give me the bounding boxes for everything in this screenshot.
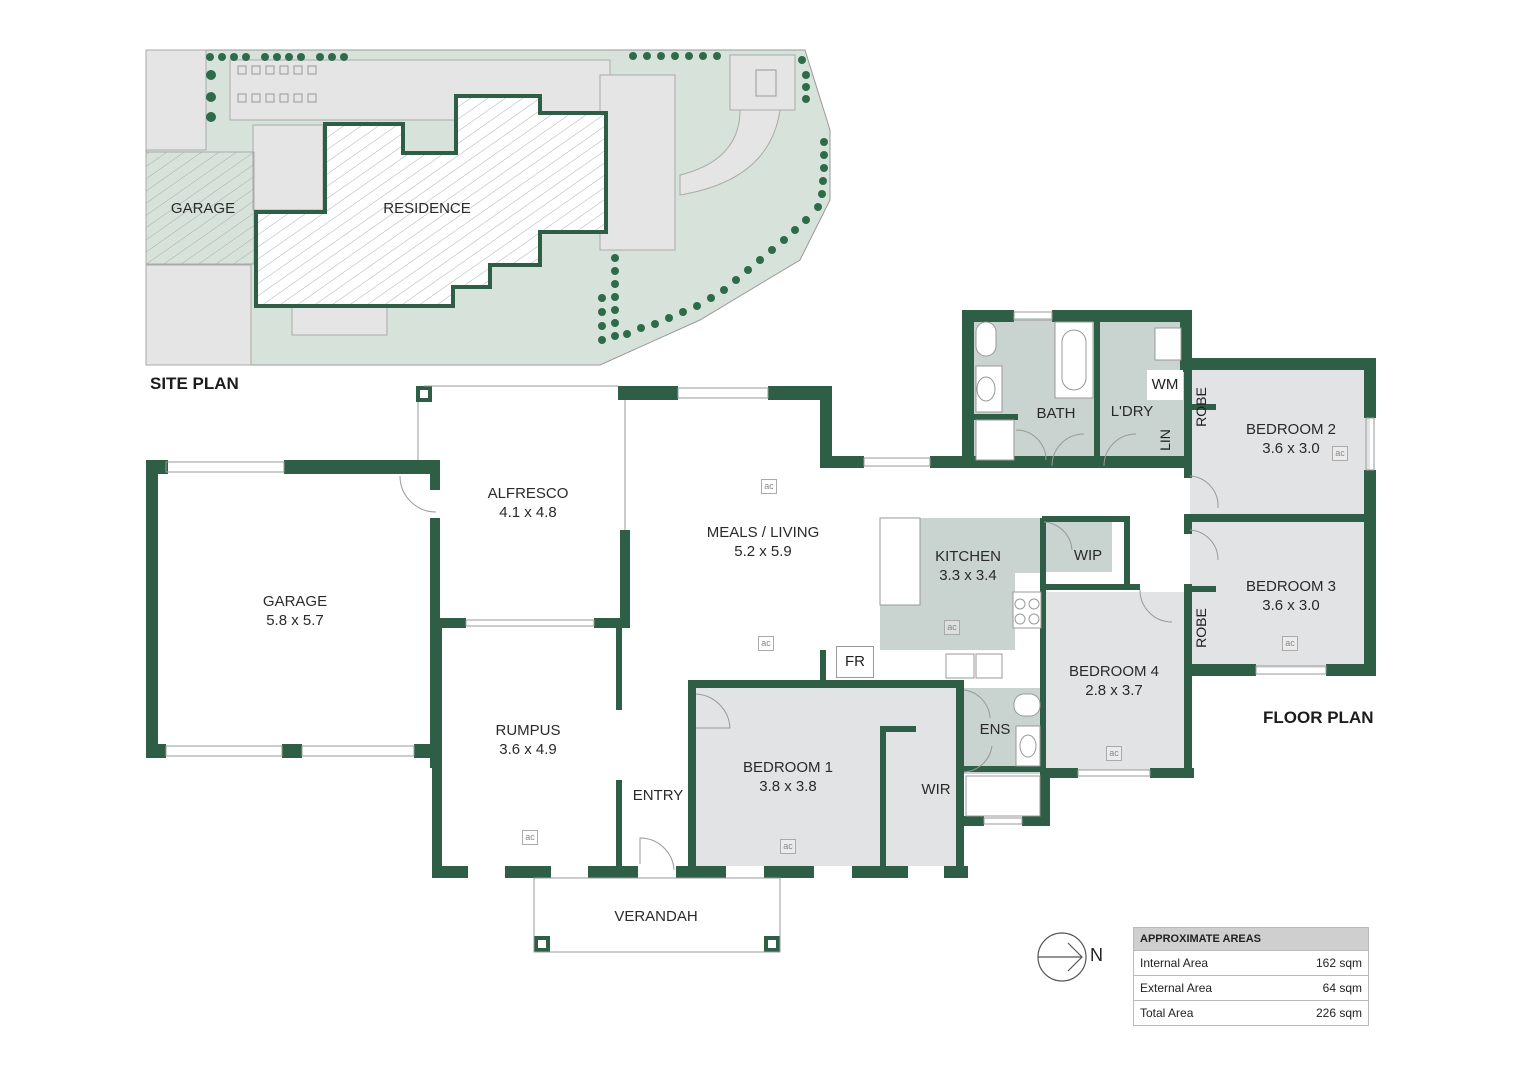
walk-in-robe-label: WIR: [921, 781, 951, 798]
ac-icon: ac: [944, 620, 960, 635]
compass-icon: [1037, 932, 1087, 982]
areas-header: APPROXIMATE AREAS: [1133, 927, 1369, 951]
bath-label: BATH: [1036, 405, 1076, 422]
washing-machine-label: WM: [1147, 370, 1183, 400]
ac-icon: ac: [1282, 636, 1298, 651]
verandah-label: VERANDAH: [614, 908, 698, 925]
linen-label: LIN: [1157, 429, 1173, 451]
ensuite-label: ENS: [979, 721, 1011, 738]
ac-icon: ac: [1332, 446, 1348, 461]
compass-north-label: N: [1090, 945, 1103, 965]
site-residence-label: RESIDENCE: [383, 200, 471, 217]
pantry-label: WIP: [1073, 547, 1103, 564]
ac-icon: ac: [1106, 746, 1122, 761]
ac-icon: ac: [780, 839, 796, 854]
entry-label: ENTRY: [632, 787, 684, 804]
floor-plan-title: FLOOR PLAN: [1263, 708, 1374, 727]
ac-icon: ac: [761, 479, 777, 494]
robe-label-bedroom-3: ROBE: [1193, 608, 1209, 648]
fridge-label: FR: [836, 646, 874, 678]
ac-icon: ac: [522, 830, 538, 845]
ac-icon: ac: [758, 636, 774, 651]
site-plan-title: SITE PLAN: [150, 374, 239, 393]
site-garage-label: GARAGE: [170, 200, 236, 217]
robe-label-bedroom-2: ROBE: [1193, 387, 1209, 427]
site-plan: [145, 49, 831, 366]
laundry-label: L'DRY: [1110, 403, 1154, 420]
